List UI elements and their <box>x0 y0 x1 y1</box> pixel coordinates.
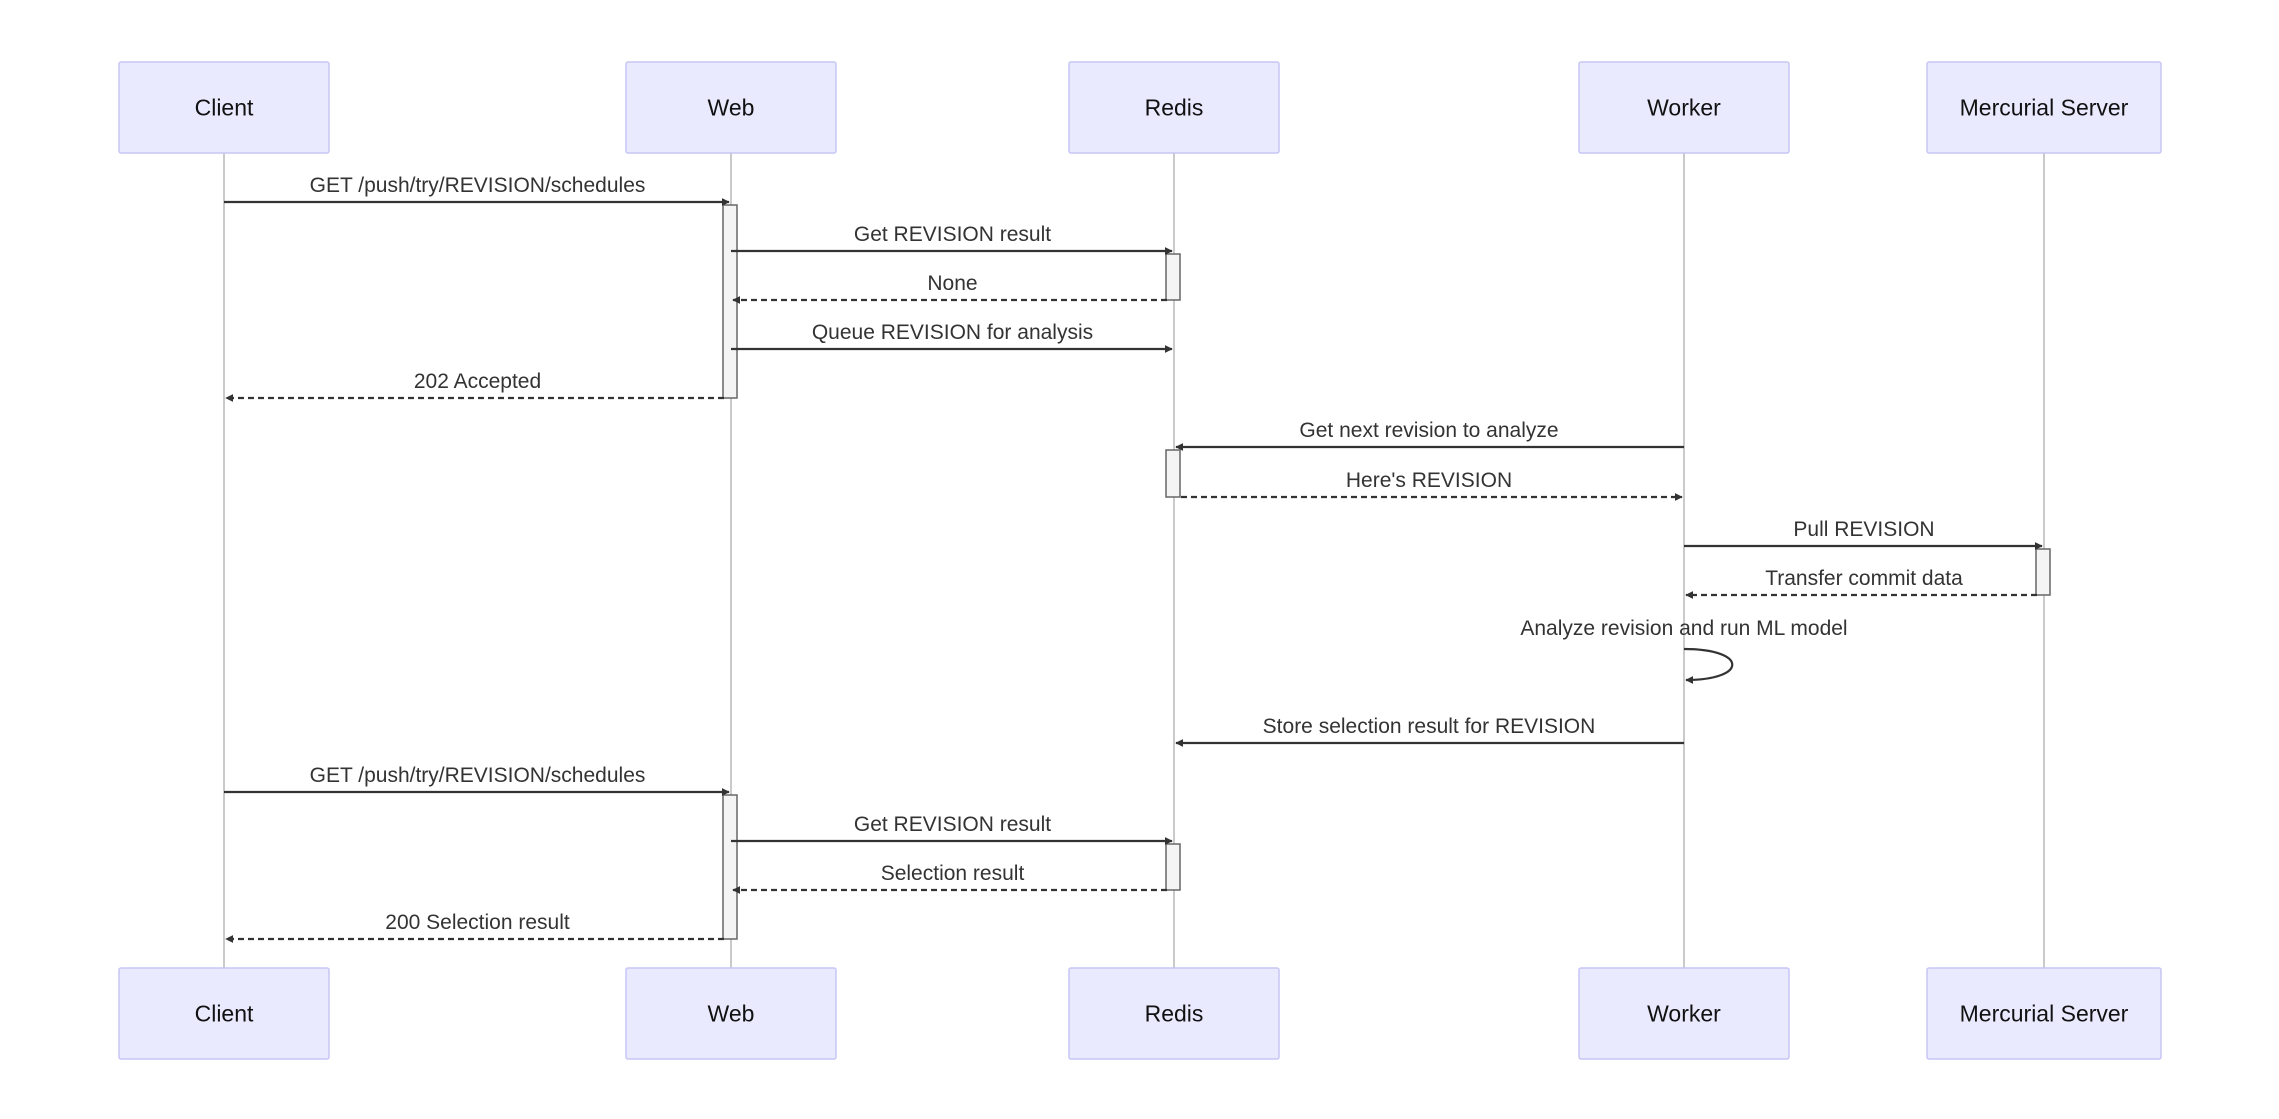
message-label: Store selection result for REVISION <box>1263 715 1596 738</box>
participant-web-top: Web <box>625 61 837 154</box>
message-label: 200 Selection result <box>385 911 570 934</box>
participant-label: Redis <box>1145 1001 1204 1027</box>
message-9: Transfer commit data <box>1685 567 2037 599</box>
activation-bar-redis <box>1165 449 1181 498</box>
message-label: Queue REVISION for analysis <box>812 321 1093 344</box>
participant-box <box>1926 967 2162 1060</box>
participant-client-top: Client <box>118 61 330 154</box>
participants: ClientClientWebWebRedisRedisWorkerWorker… <box>118 61 2162 1060</box>
message-label: Get next revision to analyze <box>1299 419 1558 442</box>
message-label: None <box>927 272 977 295</box>
message-12: GET /push/try/REVISION/schedules <box>224 764 730 796</box>
participant-redis-top: Redis <box>1068 61 1280 154</box>
activation-bar-hg <box>2035 548 2051 596</box>
participant-worker-top: Worker <box>1578 61 1790 154</box>
message-3: None <box>732 272 1167 304</box>
message-label: GET /push/try/REVISION/schedules <box>310 174 646 197</box>
participant-hg-top: Mercurial Server <box>1926 61 2162 154</box>
lifelines <box>223 153 2045 968</box>
message-7: Here's REVISION <box>1181 469 1683 501</box>
message-6: Get next revision to analyze <box>1175 419 1684 451</box>
participant-box <box>1926 61 2162 154</box>
participant-label: Worker <box>1647 1001 1721 1027</box>
participant-label: Client <box>195 1001 254 1027</box>
participant-label: Client <box>195 95 254 121</box>
participant-label: Web <box>708 95 755 121</box>
participant-box <box>625 61 837 154</box>
message-label: Get REVISION result <box>854 813 1051 836</box>
participant-label: Worker <box>1647 95 1721 121</box>
message-label: 202 Accepted <box>414 370 541 393</box>
participant-box <box>1068 61 1280 154</box>
participant-hg-bottom: Mercurial Server <box>1926 967 2162 1060</box>
participant-box <box>1578 967 1790 1060</box>
message-10: Analyze revision and run ML model <box>1520 617 1848 684</box>
participant-label: Mercurial Server <box>1960 95 2129 121</box>
message-label: Transfer commit data <box>1765 567 1963 590</box>
self-message-arrow <box>1683 647 1734 684</box>
message-label: GET /push/try/REVISION/schedules <box>310 764 646 787</box>
message-13: Get REVISION result <box>731 813 1173 845</box>
message-label: Selection result <box>881 862 1025 885</box>
message-4: Queue REVISION for analysis <box>731 321 1173 353</box>
participant-client-bottom: Client <box>118 967 330 1060</box>
participant-box <box>118 61 330 154</box>
participant-box <box>118 967 330 1060</box>
message-5: 202 Accepted <box>225 370 724 402</box>
message-8: Pull REVISION <box>1684 518 2043 550</box>
message-label: Here's REVISION <box>1346 469 1512 492</box>
participant-box <box>625 967 837 1060</box>
message-2: Get REVISION result <box>731 223 1173 255</box>
participant-label: Redis <box>1145 95 1204 121</box>
message-label: Pull REVISION <box>1793 518 1934 541</box>
message-15: 200 Selection result <box>225 911 724 943</box>
activation-bar-web <box>722 204 738 399</box>
participant-web-bottom: Web <box>625 967 837 1060</box>
participant-worker-bottom: Worker <box>1578 967 1790 1060</box>
message-1: GET /push/try/REVISION/schedules <box>224 174 730 206</box>
activation-bar-web <box>722 794 738 940</box>
participant-label: Web <box>708 1001 755 1027</box>
participant-box <box>1578 61 1790 154</box>
participant-label: Mercurial Server <box>1960 1001 2129 1027</box>
message-label: Get REVISION result <box>854 223 1051 246</box>
participant-redis-bottom: Redis <box>1068 967 1280 1060</box>
activation-bar-redis <box>1165 843 1181 891</box>
activation-bar-redis <box>1165 253 1181 301</box>
message-label: Analyze revision and run ML model <box>1520 617 1847 640</box>
message-14: Selection result <box>732 862 1167 894</box>
activation-bars <box>722 204 2051 940</box>
participant-box <box>1068 967 1280 1060</box>
message-11: Store selection result for REVISION <box>1175 715 1684 747</box>
